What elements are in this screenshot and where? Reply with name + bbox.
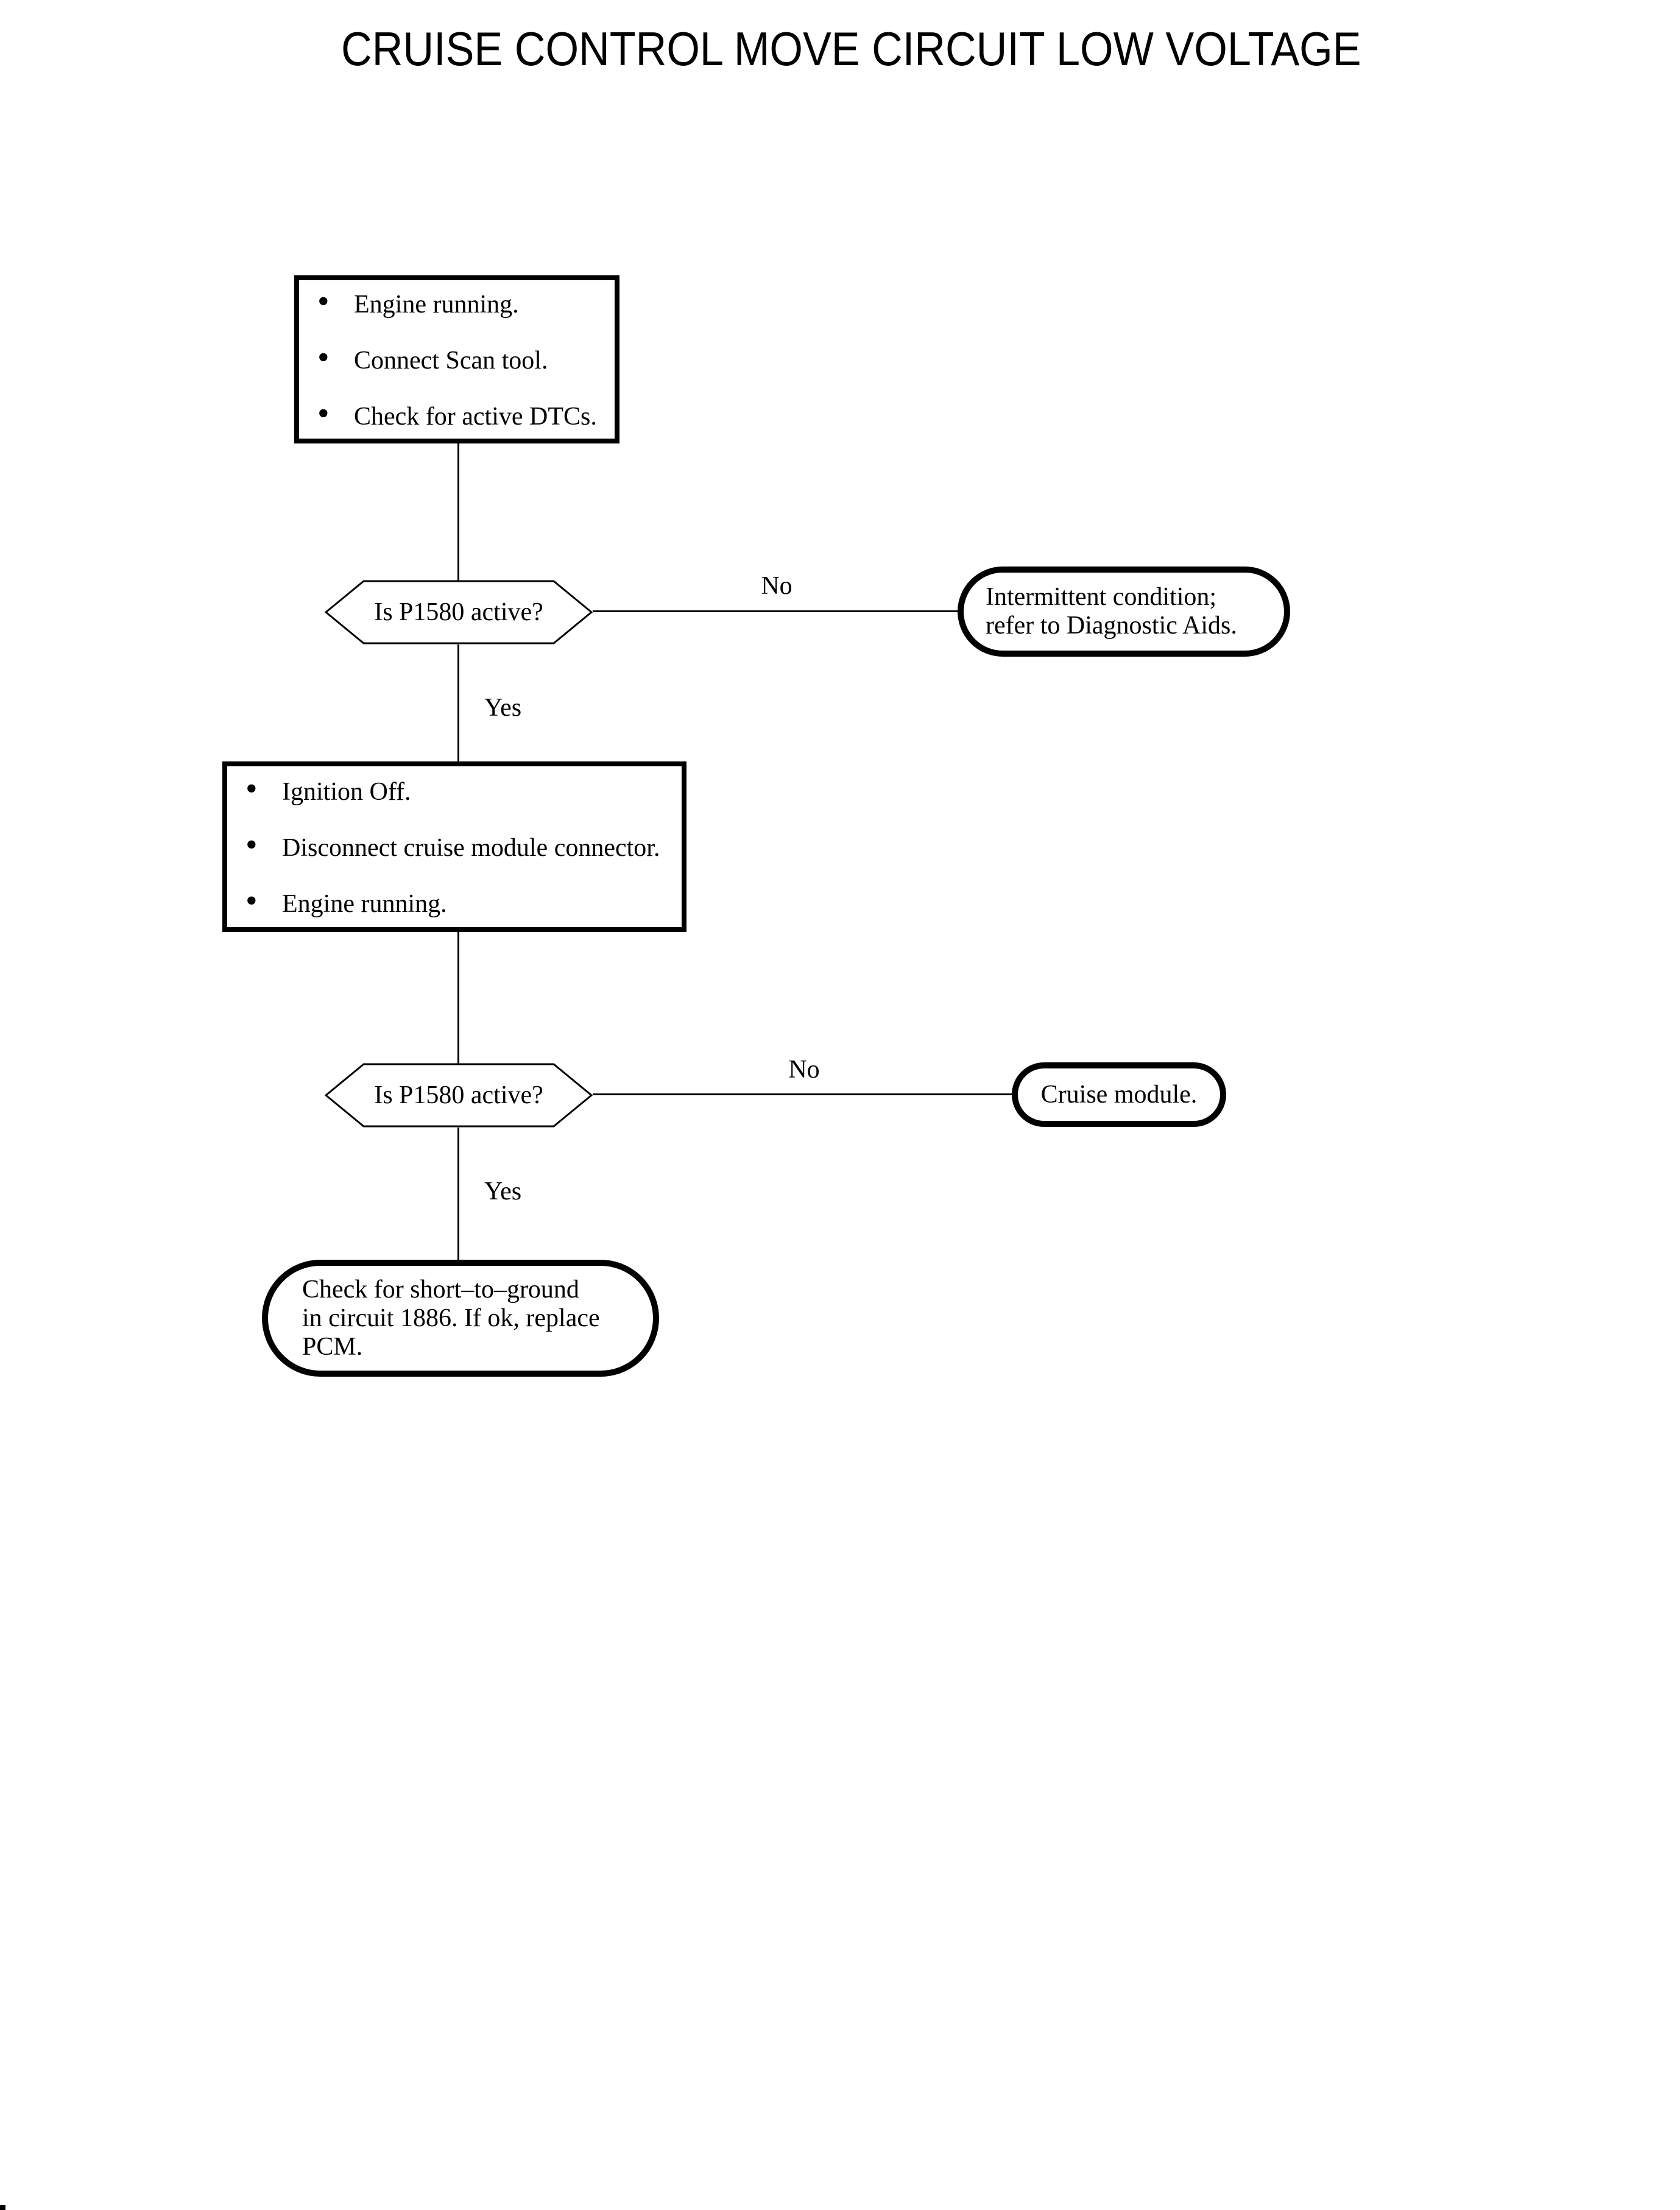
- decision-2-question: Is P1580 active?: [374, 1081, 543, 1109]
- bullet-item: • Engine running.: [317, 275, 615, 331]
- decision-1: Is P1580 active?: [325, 580, 593, 644]
- yes-label-2: Yes: [484, 1177, 522, 1206]
- terminal-check-ground-line2: in circuit 1886. If ok, replace: [302, 1304, 600, 1332]
- process-step-2-list: • Ignition Off. • Disconnect cruise modu…: [227, 766, 682, 927]
- yes-label-1: Yes: [484, 694, 522, 722]
- connector-decision2-yes: [457, 1128, 459, 1261]
- decision-1-question: Is P1580 active?: [374, 598, 543, 626]
- terminal-check-ground: Check for short–to–ground in circuit 188…: [262, 1260, 659, 1377]
- bullet-item-text: Disconnect cruise module connector.: [282, 834, 660, 862]
- bullet-item: • Connect Scan tool.: [317, 331, 615, 387]
- bullet-item: • Disconnect cruise module connector.: [245, 819, 682, 875]
- bullet-item: • Engine running.: [245, 875, 682, 931]
- bullet-item-text: Ignition Off.: [282, 778, 411, 806]
- bullet-item-text: Check for active DTCs.: [354, 403, 597, 431]
- connector-decision2-no: [593, 1093, 1013, 1095]
- terminal-check-ground-line3: PCM.: [302, 1332, 363, 1361]
- scan-artifact: [0, 2205, 5, 2210]
- bullet-item-text: Engine running.: [354, 291, 519, 319]
- no-label-2: No: [788, 1056, 820, 1084]
- process-step-2: • Ignition Off. • Disconnect cruise modu…: [222, 761, 686, 932]
- connector-step2-decision2: [457, 931, 459, 1064]
- no-label-1: No: [761, 572, 792, 600]
- bullet-icon: •: [317, 283, 330, 320]
- bullet-item: • Ignition Off.: [245, 763, 682, 819]
- bullet-icon: •: [317, 339, 330, 376]
- terminal-cruise-module: Cruise module.: [1012, 1062, 1226, 1127]
- process-step-1-list: • Engine running. • Connect Scan tool. •…: [299, 280, 615, 439]
- bullet-icon: •: [245, 882, 258, 920]
- process-step-1: • Engine running. • Connect Scan tool. •…: [294, 275, 619, 443]
- terminal-cruise-module-text: Cruise module.: [1040, 1080, 1198, 1109]
- bullet-icon: •: [245, 770, 258, 808]
- decision-2: Is P1580 active?: [325, 1063, 593, 1128]
- terminal-check-ground-line1: Check for short–to–ground: [302, 1275, 579, 1304]
- connector-step1-decision1: [457, 443, 459, 581]
- connector-decision1-yes: [457, 644, 459, 763]
- bullet-item: • Check for active DTCs.: [317, 387, 615, 443]
- hexagon-shape: [325, 580, 593, 644]
- connector-decision1-no: [593, 610, 958, 612]
- terminal-intermittent: Intermittent condition; refer to Diagnos…: [958, 567, 1290, 657]
- bullet-item-text: Connect Scan tool.: [354, 347, 548, 375]
- hexagon-shape: [325, 1063, 593, 1128]
- bullet-icon: •: [245, 826, 258, 864]
- bullet-item-text: Engine running.: [282, 890, 447, 918]
- page-title: CRUISE CONTROL MOVE CIRCUIT LOW VOLTAGE: [341, 22, 1361, 76]
- terminal-intermittent-line2: refer to Diagnostic Aids.: [986, 612, 1237, 640]
- terminal-intermittent-line1: Intermittent condition;: [986, 583, 1217, 611]
- bullet-icon: •: [317, 395, 330, 432]
